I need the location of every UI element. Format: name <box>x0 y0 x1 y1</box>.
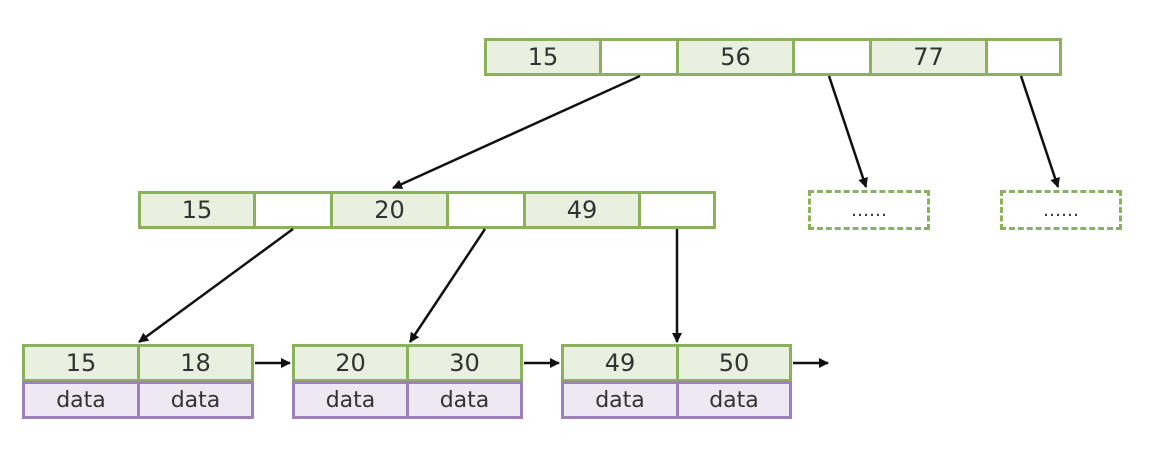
leaf-2-data-0: data <box>292 381 409 419</box>
arrow-internal-to-leaf-2 <box>408 228 487 343</box>
arrow-root-to-internal <box>392 74 641 190</box>
leaf-2-key-1: 30 <box>406 344 523 382</box>
internal-pointer-0 <box>253 191 333 229</box>
leaf-1-data-1: data <box>137 381 254 419</box>
arrow-root-to-placeholder-2 <box>1019 75 1060 188</box>
leaf-1-key-0: 15 <box>22 344 140 382</box>
leaf-3-key-0: 49 <box>561 344 679 382</box>
internal-pointer-2 <box>638 191 716 229</box>
leaf-2-data-1: data <box>406 381 523 419</box>
root-pointer-0 <box>599 38 679 76</box>
placeholder-node-2: …… <box>1000 190 1122 230</box>
internal-key-0: 15 <box>138 191 256 229</box>
leaf-3-data-0: data <box>561 381 679 419</box>
root-key-0: 15 <box>484 38 602 76</box>
internal-key-1: 20 <box>330 191 449 229</box>
root-pointer-1 <box>792 38 872 76</box>
internal-key-2: 49 <box>523 191 641 229</box>
placeholder-node-1: …… <box>808 190 930 230</box>
root-key-2: 77 <box>869 38 988 76</box>
leaf-1-data-0: data <box>22 381 140 419</box>
leaf-3-data-1: data <box>676 381 792 419</box>
leaf-2-key-0: 20 <box>292 344 409 382</box>
root-pointer-2 <box>985 38 1062 76</box>
leaf-1-key-1: 18 <box>137 344 254 382</box>
arrow-root-to-placeholder-1 <box>827 75 868 188</box>
leaf-3-key-1: 50 <box>676 344 792 382</box>
internal-pointer-1 <box>446 191 526 229</box>
arrow-internal-to-leaf-1 <box>138 227 294 344</box>
root-key-1: 56 <box>676 38 795 76</box>
